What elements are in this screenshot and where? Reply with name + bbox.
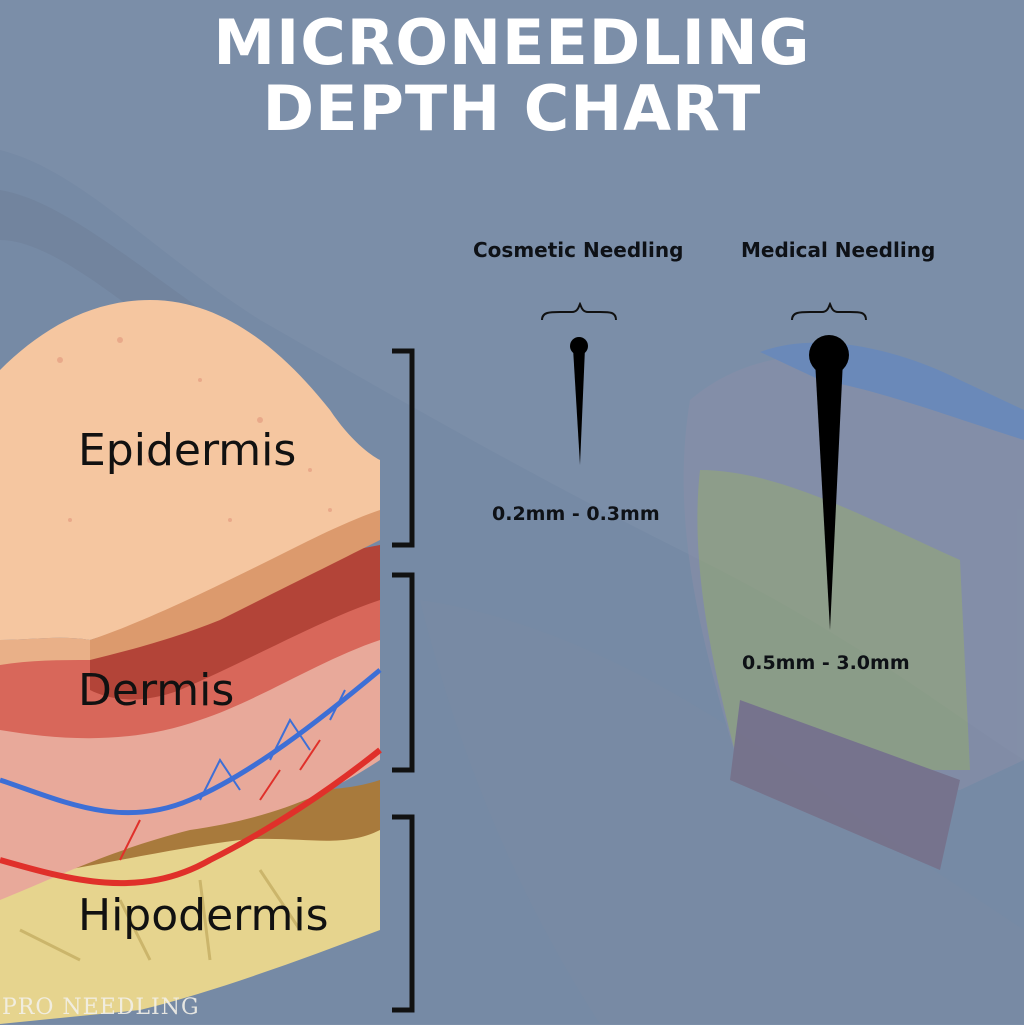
dermis-label: Dermis <box>78 665 235 716</box>
brand-watermark: PRO NEEDLING <box>2 995 200 1020</box>
epidermis-label: Epidermis <box>78 425 297 476</box>
faded-cross-section <box>683 342 1024 870</box>
chart-title: MICRONEEDLING DEPTH CHART <box>0 10 1024 142</box>
skin-pores <box>57 337 332 522</box>
title-line-1: MICRONEEDLING <box>213 6 811 79</box>
hipodermis-bracket <box>392 814 415 1013</box>
medical-needling-label: Medical Needling <box>741 238 936 262</box>
hipodermis-label: Hipodermis <box>78 890 329 941</box>
layer-brackets <box>392 348 415 1013</box>
needles <box>570 335 849 630</box>
cosmetic-range-label: 0.2mm - 0.3mm <box>492 503 660 525</box>
column-braces <box>541 302 867 321</box>
medical-needle-icon <box>809 335 849 630</box>
cosmetic-needle-icon <box>570 337 588 465</box>
cosmetic-needling-label: Cosmetic Needling <box>473 238 684 262</box>
title-line-2: DEPTH CHART <box>262 72 762 145</box>
epidermis-bracket <box>392 348 415 548</box>
medical-range-label: 0.5mm - 3.0mm <box>742 652 910 674</box>
skin-layers-illustration <box>0 300 382 1024</box>
dermis-bracket <box>392 572 415 773</box>
cosmetic-brace <box>541 302 617 321</box>
medical-brace <box>791 302 867 321</box>
